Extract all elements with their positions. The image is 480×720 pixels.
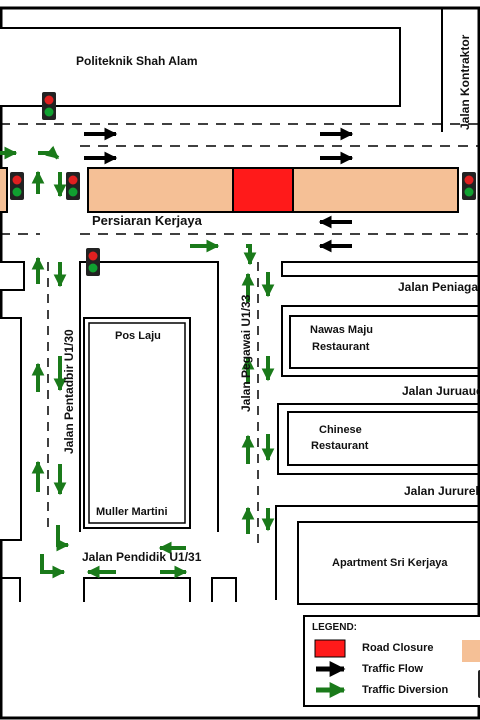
legend-road-closure-label: Road Closure (362, 642, 434, 654)
nawas-restaurant-label: Restaurant (312, 341, 370, 353)
median-right (292, 167, 459, 213)
block-bottom-2 (83, 577, 191, 602)
traffic-diversion-arrow (38, 145, 60, 160)
chinese-restaurant-label: Restaurant (311, 440, 369, 452)
block-left-top (0, 261, 25, 291)
block-left (0, 317, 22, 541)
jalan-kontraktor-label: Jalan Kontraktor (458, 34, 472, 130)
jalan-pentadbir-label: Jalan Pentadbir U1/30 (62, 329, 76, 454)
nawas-maju-label: Nawas Maju (310, 324, 373, 336)
legend-closure-swatch (314, 639, 346, 658)
block-chinese-outline (277, 403, 480, 475)
nawas-building (289, 315, 480, 369)
block-apartment-outline (275, 505, 480, 600)
traffic-light-icon (42, 92, 56, 120)
traffic-diversion-arrow (40, 554, 66, 579)
traffic-diversion-arrow (243, 244, 257, 266)
traffic-light-icon (10, 172, 24, 200)
pos-laju-inner (88, 322, 186, 524)
jalan-jururekal-label: Jalan Jururel (404, 484, 479, 498)
apartment-building (297, 521, 480, 605)
median-left (87, 167, 234, 213)
block-peniaga-strip (281, 261, 480, 277)
pos-laju-label: Pos Laju (115, 330, 161, 342)
traffic-light-icon (66, 172, 80, 200)
politeknik-label: Politeknik Shah Alam (76, 54, 198, 68)
traffic-light-icon (462, 172, 476, 200)
traffic-light-icon (86, 248, 100, 276)
politeknik-building (0, 27, 401, 107)
jalan-juruaudit-label: Jalan Juruaud (402, 384, 480, 398)
chinese-building (287, 411, 480, 466)
traffic-diversion-arrow (56, 525, 70, 552)
muller-martini-label: Muller Martini (96, 506, 168, 518)
block-nawas-outline (281, 305, 480, 377)
block-bottom-1 (0, 577, 21, 602)
legend-traffic-flow-label: Traffic Flow (362, 663, 424, 675)
pos-laju-building (83, 317, 191, 529)
jalan-pendidik-label: Jalan Pendidik U1/31 (82, 550, 202, 564)
median-left-stub (0, 167, 8, 213)
road-closure-zone (232, 167, 294, 213)
legend-title: LEGEND: (312, 622, 357, 633)
jalan-pegawai-label: Jalan Pegawai U1/33 (239, 294, 253, 412)
block-pentadbir-outline (79, 261, 219, 532)
persiaran-kerjaya-label: Persiaran Kerjaya (92, 213, 202, 228)
apartment-label: Apartment Sri Kerjaya (332, 557, 448, 569)
block-bottom-3 (211, 577, 237, 602)
jalan-peniaga-label: Jalan Peniaga (398, 280, 479, 294)
legend-traffic-diversion-label: Traffic Diversion (362, 684, 449, 696)
chinese-label: Chinese (319, 424, 362, 436)
legend-median-swatch (462, 640, 480, 662)
